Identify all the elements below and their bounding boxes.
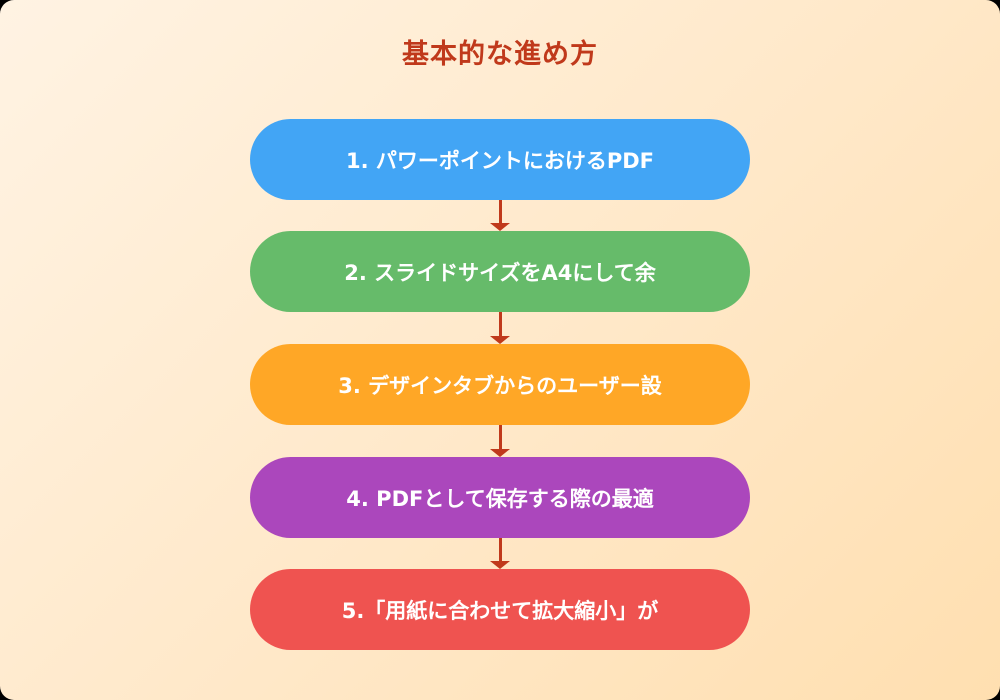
arrow-1-to-2-icon <box>490 200 510 231</box>
step-2-box: 2. スライドサイズをA4にして余 <box>250 231 750 312</box>
step-3-label: 3. デザインタブからのユーザー設 <box>338 373 662 398</box>
arrow-2-to-3-icon <box>490 312 510 344</box>
step-5-label: 5.「用紙に合わせて拡大縮小」が <box>341 598 659 623</box>
diagram-title: 基本的な進め方 <box>402 39 598 70</box>
arrow-3-to-4-icon <box>490 425 510 457</box>
step-4-box: 4. PDFとして保存する際の最適 <box>250 457 750 538</box>
step-1-label: 1. パワーポイントにおけるPDF <box>345 148 655 173</box>
step-1-box: 1. パワーポイントにおけるPDF <box>250 119 750 200</box>
step-3-box: 3. デザインタブからのユーザー設 <box>250 344 750 425</box>
step-5-box: 5.「用紙に合わせて拡大縮小」が <box>250 569 750 650</box>
arrow-4-to-5-icon <box>490 538 510 569</box>
step-2-label: 2. スライドサイズをA4にして余 <box>344 260 656 285</box>
step-4-label: 4. PDFとして保存する際の最適 <box>346 486 654 511</box>
